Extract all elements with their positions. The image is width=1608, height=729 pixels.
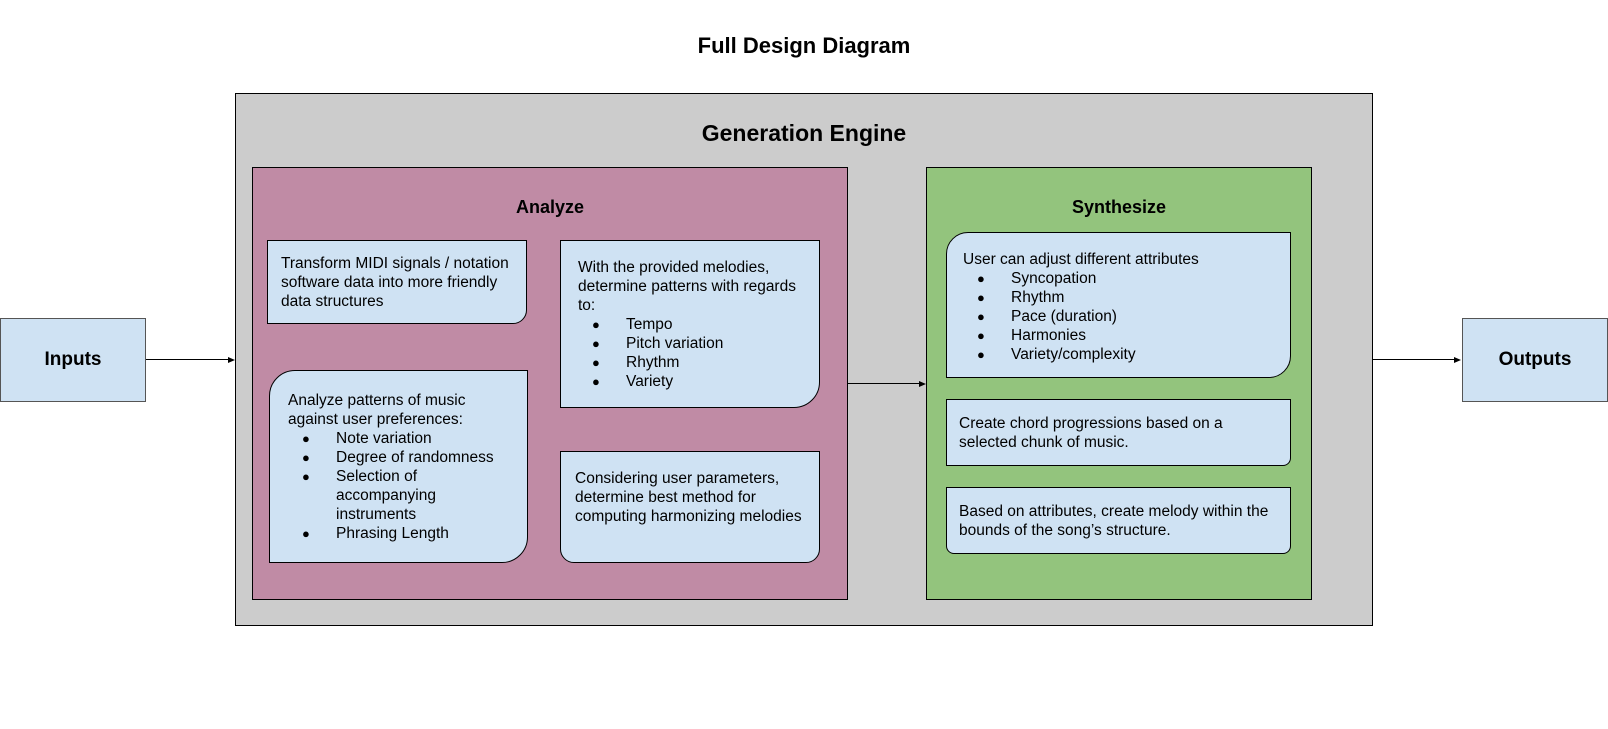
inputs-node: Inputs	[0, 318, 146, 402]
diagram-title: Full Design Diagram	[697, 33, 911, 58]
arrowhead-engine-to-outputs	[1454, 357, 1461, 363]
inputs-label: Inputs	[44, 349, 102, 370]
outputs-label: Outputs	[1498, 349, 1572, 370]
analyze-card-harmonizing-text: Considering user parameters, determine b…	[575, 470, 802, 525]
list-item: Harmonies	[963, 326, 1278, 345]
analyze-title: Analyze	[515, 197, 585, 217]
synthesize-card-melody-text: Based on attributes, create melody withi…	[959, 503, 1269, 539]
synthesize-card-chords: Create chord progressions based on a sel…	[946, 399, 1291, 466]
list-item: Note variation	[288, 429, 517, 448]
arrow-inputs-to-engine	[146, 359, 228, 360]
outputs-node: Outputs	[1462, 318, 1608, 402]
analyze-card-patterns-intro: With the provided melodies, determine pa…	[578, 259, 796, 314]
analyze-card-patterns-list: Tempo Pitch variation Rhythm Variety	[578, 315, 807, 391]
arrowhead-inputs-to-engine	[228, 357, 235, 363]
list-item: Pace (duration)	[963, 307, 1278, 326]
synthesize-card-chords-text: Create chord progressions based on a sel…	[959, 415, 1223, 451]
synthesize-card-attributes: User can adjust different attributes Syn…	[946, 232, 1291, 378]
arrowhead-analyze-to-synthesize	[919, 381, 926, 387]
list-item: Tempo	[578, 315, 807, 334]
analyze-card-preferences: Analyze patterns of music against user p…	[269, 370, 528, 563]
list-item: Phrasing Length	[288, 524, 517, 543]
list-item: Rhythm	[963, 288, 1278, 307]
analyze-card-transform: Transform MIDI signals / notation softwa…	[267, 240, 527, 324]
arrow-analyze-to-synthesize	[848, 383, 919, 384]
synthesize-card-melody: Based on attributes, create melody withi…	[946, 487, 1291, 554]
generation-engine-title: Generation Engine	[701, 120, 907, 146]
list-item: Variety	[578, 372, 807, 391]
list-item: Degree of randomness	[288, 448, 517, 467]
analyze-card-harmonizing: Considering user parameters, determine b…	[560, 451, 820, 563]
list-item: Selection of accompanying instruments	[288, 467, 517, 524]
list-item: Pitch variation	[578, 334, 807, 353]
analyze-card-preferences-intro: Analyze patterns of music against user p…	[288, 392, 466, 428]
synthesize-title: Synthesize	[1071, 197, 1167, 217]
analyze-card-transform-text: Transform MIDI signals / notation softwa…	[281, 255, 509, 310]
arrow-engine-to-outputs	[1373, 359, 1454, 360]
analyze-card-patterns: With the provided melodies, determine pa…	[560, 240, 820, 408]
list-item: Variety/complexity	[963, 345, 1278, 364]
list-item: Rhythm	[578, 353, 807, 372]
synthesize-card-attributes-intro: User can adjust different attributes	[963, 251, 1199, 268]
synthesize-card-attributes-list: Syncopation Rhythm Pace (duration) Harmo…	[963, 269, 1278, 364]
list-item: Syncopation	[963, 269, 1278, 288]
analyze-card-preferences-list: Note variation Degree of randomness Sele…	[288, 429, 517, 543]
